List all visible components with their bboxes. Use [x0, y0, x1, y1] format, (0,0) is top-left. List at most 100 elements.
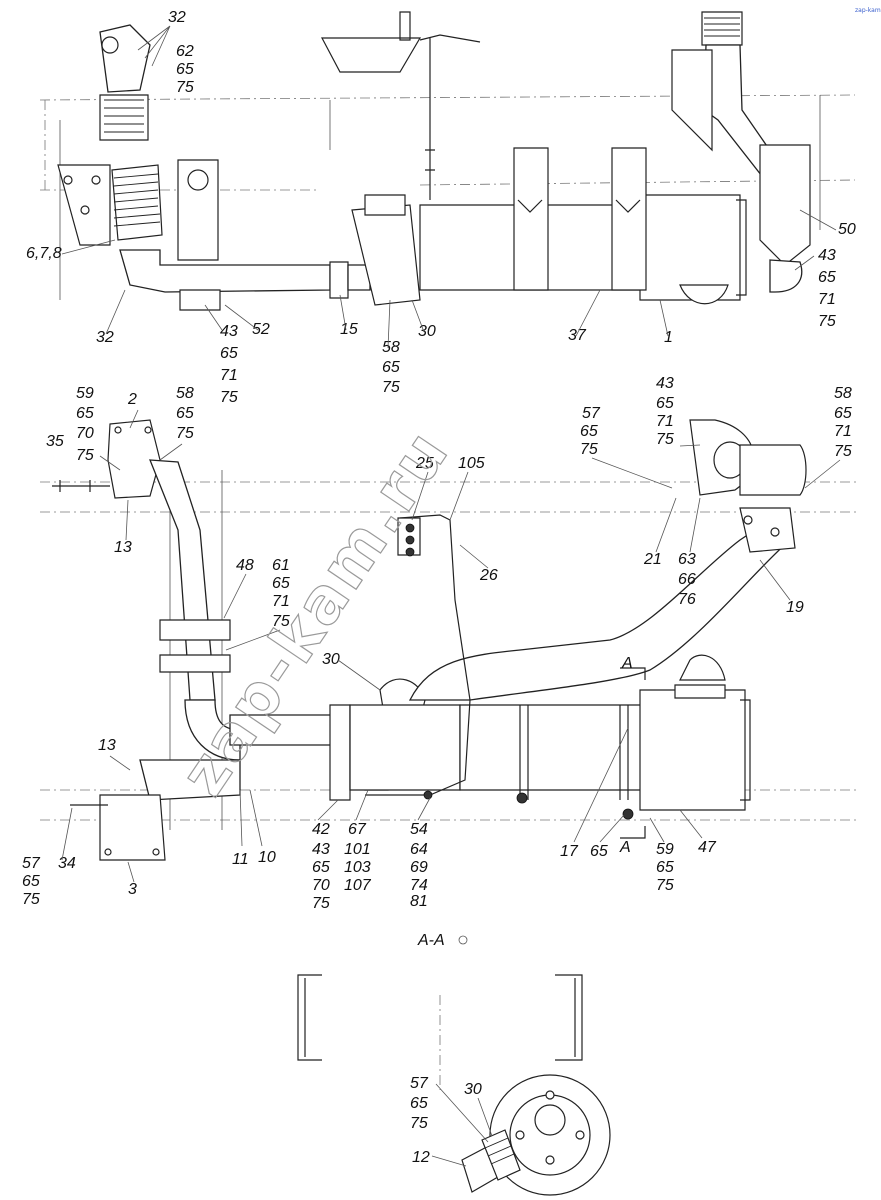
pipe-clamp-15	[329, 261, 349, 299]
callout: 65	[580, 423, 598, 440]
callout: 66	[678, 571, 696, 588]
outlet-tube	[739, 444, 807, 496]
callout: 62	[176, 43, 194, 60]
callout: 75	[818, 313, 836, 330]
callout: 63	[678, 551, 696, 568]
inlet-flange-2	[107, 419, 161, 499]
intake-ridges	[704, 17, 740, 37]
callout: 6,7,8	[26, 245, 62, 262]
callout: 105	[458, 455, 485, 472]
view-1-labels: 32 62 65 75 6,7,8 32 43 65 71 75 52 15 5…	[26, 9, 856, 406]
valve-actuator	[364, 194, 406, 216]
muffler-cap-plan	[740, 699, 751, 801]
callout: 61	[272, 557, 290, 574]
pipe-flange	[101, 36, 119, 54]
section-labels: 57 65 75 30 12	[410, 1075, 493, 1167]
callout: 65	[410, 1095, 428, 1112]
leader-lines-view-1	[61, 25, 837, 349]
flange-bolt	[114, 426, 122, 434]
muffler-body-plan	[459, 704, 651, 791]
callout: 30	[418, 323, 436, 340]
callout: 13	[98, 737, 116, 754]
callout: 50	[838, 221, 856, 238]
intake-elbow-right	[769, 259, 803, 293]
callout: 75	[382, 379, 400, 396]
intake-bracket	[671, 49, 713, 152]
clamp-30	[481, 1129, 521, 1181]
callout: 43	[818, 247, 836, 264]
port	[405, 535, 415, 545]
callout: 75	[656, 877, 674, 894]
callout: 65	[76, 405, 94, 422]
callout: 75	[656, 431, 674, 448]
strap-nut	[516, 792, 528, 804]
callout: 37	[568, 327, 587, 344]
flange-bolt	[104, 848, 112, 856]
bracket-hole	[743, 515, 753, 525]
callout: 65	[382, 359, 400, 376]
bracket-63	[739, 507, 796, 553]
callout: 58	[382, 339, 400, 356]
callout: 65	[220, 345, 238, 362]
callout: 57	[410, 1075, 429, 1092]
callout: 67	[348, 821, 367, 838]
muffler-end	[639, 194, 741, 301]
frame-section-left	[297, 974, 322, 1061]
callout: 75	[272, 613, 290, 630]
callout: 3	[128, 881, 137, 898]
callout: 65	[834, 405, 852, 422]
outlet-flange-3	[99, 794, 166, 861]
short-pipe	[347, 264, 371, 291]
callout: 30	[464, 1081, 482, 1098]
muffler-straps-plan	[519, 705, 629, 800]
callout: 65	[22, 873, 40, 890]
callout: 71	[220, 367, 238, 384]
callout: 65	[176, 405, 194, 422]
callout: 65	[176, 61, 194, 78]
callout: 71	[834, 423, 852, 440]
callout: 42	[312, 821, 330, 838]
callout: 26	[479, 567, 498, 584]
callout: 64	[410, 841, 428, 858]
callout: 103	[344, 859, 371, 876]
callout: 58	[834, 385, 852, 402]
strap-buckles	[517, 199, 641, 213]
callout: 30	[322, 651, 340, 668]
muffler-end-plan	[639, 689, 746, 811]
fitting-54	[423, 790, 433, 800]
flange-bolt	[144, 426, 152, 434]
bracket-hole	[80, 205, 90, 215]
muffler-cap	[736, 199, 747, 296]
lower-exhaust-pipe	[119, 249, 331, 293]
callout: 43	[312, 841, 330, 858]
pipe-section-to-muffler	[349, 704, 461, 791]
clamp-42	[329, 704, 351, 801]
callout: 69	[410, 859, 428, 876]
air-line-26	[365, 514, 471, 796]
view-2-labels: 59 65 70 75 35 2 58 65 75 13 25 105 57 6…	[22, 375, 852, 912]
pipe-19	[408, 519, 791, 701]
callout: 71	[272, 593, 290, 610]
callout: 75	[834, 443, 852, 460]
bracket-hole	[91, 175, 101, 185]
frame-vertical-lines	[59, 95, 821, 300]
bolt-hole	[575, 1130, 585, 1140]
callout: 11	[232, 851, 249, 868]
leader-lines-view-2	[61, 409, 841, 883]
frame-bracket-center	[177, 159, 219, 261]
outlet-hole	[534, 1104, 566, 1136]
callout: 74	[410, 877, 428, 894]
flange-bolt	[152, 848, 160, 856]
flex-joint-ridges	[104, 99, 144, 133]
bracket-hole	[63, 175, 73, 185]
callout: 2	[127, 391, 137, 408]
bracket-50	[759, 144, 811, 266]
callout: A	[619, 839, 631, 856]
view-1-side	[39, 11, 856, 311]
callout: 19	[786, 599, 804, 616]
callout: 75	[176, 425, 194, 442]
bracket-bore	[187, 169, 209, 191]
pipe-clamp-52	[179, 289, 221, 311]
frame-rails	[40, 481, 860, 821]
